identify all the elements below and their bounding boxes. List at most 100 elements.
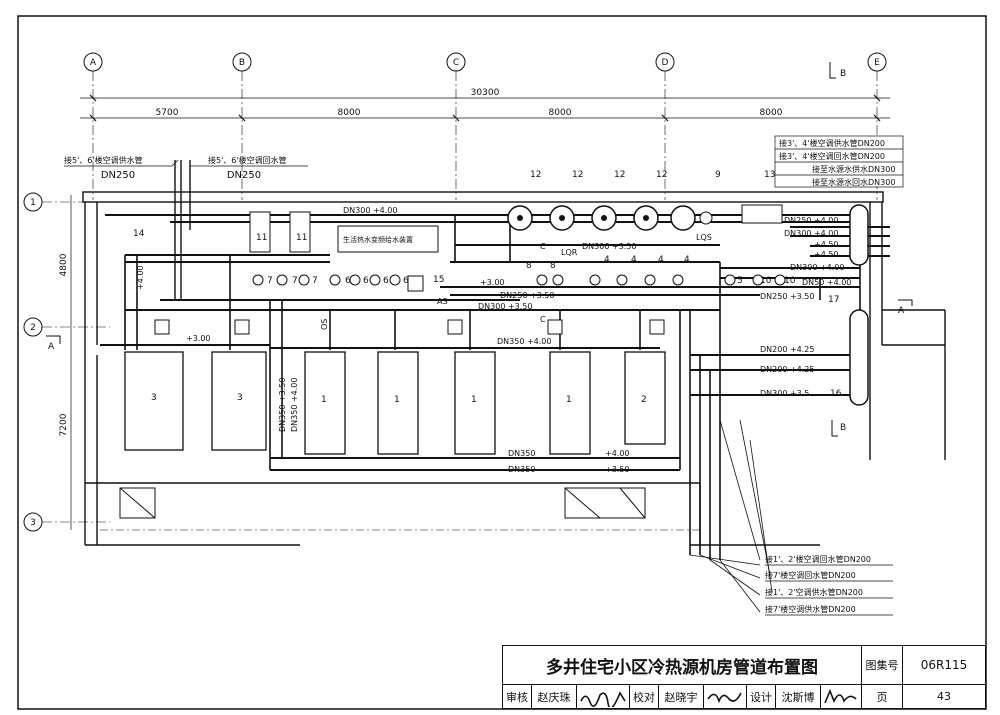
svg-text:3: 3 <box>151 393 157 403</box>
total-dimension: 30300 <box>471 88 500 98</box>
svg-text:DN300 +4.00: DN300 +4.00 <box>343 206 397 215</box>
svg-text:11: 11 <box>296 233 307 243</box>
svg-text:A: A <box>48 342 55 352</box>
svg-text:10: 10 <box>760 276 772 286</box>
drawing-title: 多井住宅小区冷热源机房管道布置图 <box>502 645 862 685</box>
svg-text:4: 4 <box>684 255 690 265</box>
equipment: 14 11 11 生活热水变频给水装置 15 12 12 12 12 9 13 … <box>124 170 869 455</box>
svg-text:DN250 +3.50: DN250 +3.50 <box>500 291 554 300</box>
hot-water-supply-unit <box>337 225 439 253</box>
svg-text:接7'楼空调回水管DN200: 接7'楼空调回水管DN200 <box>765 570 856 580</box>
unit-1-c <box>454 351 496 455</box>
svg-text:6: 6 <box>383 276 389 286</box>
dimension-lines <box>80 94 890 122</box>
svg-text:+3.00: +3.00 <box>480 278 505 287</box>
svg-text:DN200 +4.25: DN200 +4.25 <box>760 365 814 374</box>
section-mark-a-left: A <box>46 335 61 352</box>
title-block: 多井住宅小区冷热源机房管道布置图 图集号 06R115 审核 赵庆珠 校对 赵晓… <box>502 645 986 709</box>
page-number: 43 <box>902 684 986 709</box>
svg-text:10: 10 <box>784 276 796 286</box>
svg-text:5: 5 <box>737 276 743 286</box>
svg-text:2: 2 <box>641 395 647 405</box>
svg-text:B: B <box>840 423 846 433</box>
svg-text:7: 7 <box>292 276 298 286</box>
bottom-leaders <box>689 419 773 613</box>
svg-text:7: 7 <box>267 276 273 286</box>
svg-text:接7'楼空调供水管DN200: 接7'楼空调供水管DN200 <box>765 604 856 614</box>
dimension-c-d: 8000 <box>549 108 572 118</box>
check-label: 校对 <box>629 684 659 709</box>
svg-text:6: 6 <box>345 276 351 286</box>
equipment-13 <box>741 204 783 224</box>
section-mark-b-top: B <box>829 62 846 79</box>
design-label: 设计 <box>746 684 776 709</box>
svg-text:E: E <box>874 58 880 68</box>
svg-text:1: 1 <box>321 395 327 405</box>
bottom-pits <box>119 487 646 519</box>
dimension-a-b: 5700 <box>156 108 179 118</box>
svg-text:+4.00: +4.00 <box>136 265 145 290</box>
svg-text:DN350 +3.50: DN350 +3.50 <box>278 378 287 432</box>
svg-text:+4.00: +4.00 <box>605 449 630 458</box>
svg-text:13: 13 <box>764 170 775 180</box>
row-axes: 1 2 3 <box>23 192 43 532</box>
svg-text:接3'、4'楼空调供水管DN200: 接3'、4'楼空调供水管DN200 <box>779 138 885 148</box>
reviewer-name: 赵庆珠 <box>531 684 577 709</box>
column-axes: A B C D E <box>83 52 887 72</box>
designer-name: 沈斯博 <box>775 684 821 709</box>
checker-name: 赵晓宇 <box>658 684 704 709</box>
svg-text:+4.50: +4.50 <box>814 240 839 249</box>
axis-bubble-c: C <box>446 52 466 72</box>
svg-text:1: 1 <box>30 198 36 208</box>
svg-text:生活热水变频给水装置: 生活热水变频给水装置 <box>343 235 413 244</box>
svg-text:C: C <box>453 58 459 68</box>
checker-signature <box>703 684 747 709</box>
tank-9 <box>670 205 696 231</box>
svg-text:6: 6 <box>363 276 369 286</box>
svg-text:4: 4 <box>604 255 610 265</box>
equipment-15 <box>407 275 424 292</box>
axis-bubble-b: B <box>232 52 252 72</box>
bottom-riser-labels: 接1'、2'楼空调回水管DN200 接7'楼空调回水管DN200 接1'、2'空… <box>765 554 893 616</box>
svg-text:AS: AS <box>437 297 448 306</box>
svg-text:DN350 +4.00: DN350 +4.00 <box>290 378 299 432</box>
svg-text:LQR: LQR <box>561 248 578 257</box>
svg-text:DN300 +3.5: DN300 +3.5 <box>760 389 809 398</box>
svg-text:+3.50: +3.50 <box>605 465 630 474</box>
svg-text:3: 3 <box>237 393 243 403</box>
svg-text:DN200 +4.25: DN200 +4.25 <box>760 345 814 354</box>
svg-text:+4.50: +4.50 <box>814 250 839 259</box>
page-label: 页 <box>861 684 903 709</box>
svg-text:DN50 +4.00: DN50 +4.00 <box>802 278 851 287</box>
boiler-3-left <box>124 351 184 451</box>
svg-text:DN300 +3.50: DN300 +3.50 <box>582 242 636 251</box>
svg-text:接1'、2'楼空调回水管DN200: 接1'、2'楼空调回水管DN200 <box>765 554 871 564</box>
svg-text:接至水源水供水DN300: 接至水源水供水DN300 <box>812 164 895 174</box>
designer-signature <box>820 684 862 709</box>
svg-text:DN250: DN250 <box>227 170 261 181</box>
svg-text:C: C <box>540 315 546 324</box>
svg-text:1: 1 <box>566 395 572 405</box>
svg-text:2: 2 <box>30 323 36 333</box>
pipe-labels: DN300 +4.00 DN300 +3.50 DN250 +3.50 DN30… <box>136 206 851 474</box>
dimension-d-e: 8000 <box>760 108 783 118</box>
svg-text:14: 14 <box>133 229 145 239</box>
svg-text:接5'、6'楼空调回水管: 接5'、6'楼空调回水管 <box>208 155 287 165</box>
svg-text:DN350: DN350 <box>508 449 535 458</box>
svg-text:接1'、2'空调供水管DN200: 接1'、2'空调供水管DN200 <box>765 587 863 597</box>
svg-text:11: 11 <box>256 233 267 243</box>
unit-1-a <box>304 351 346 455</box>
section-mark-a-right: A <box>898 299 913 316</box>
svg-text:1: 1 <box>394 395 400 405</box>
axis-bubble-3: 3 <box>23 512 43 532</box>
svg-text:16: 16 <box>830 389 842 399</box>
unit-1-d <box>549 351 591 455</box>
equipment-11-left <box>249 211 271 253</box>
svg-text:4: 4 <box>658 255 664 265</box>
svg-text:接5'、6'楼空调供水管: 接5'、6'楼空调供水管 <box>64 155 143 165</box>
svg-text:DN250: DN250 <box>101 170 135 181</box>
svg-text:17: 17 <box>828 295 839 305</box>
svg-text:7: 7 <box>312 276 318 286</box>
reviewer-signature <box>576 684 630 709</box>
top-riser-labels: 接5'、6'楼空调供水管 DN250 接5'、6'楼空调回水管 DN250 <box>64 155 308 181</box>
